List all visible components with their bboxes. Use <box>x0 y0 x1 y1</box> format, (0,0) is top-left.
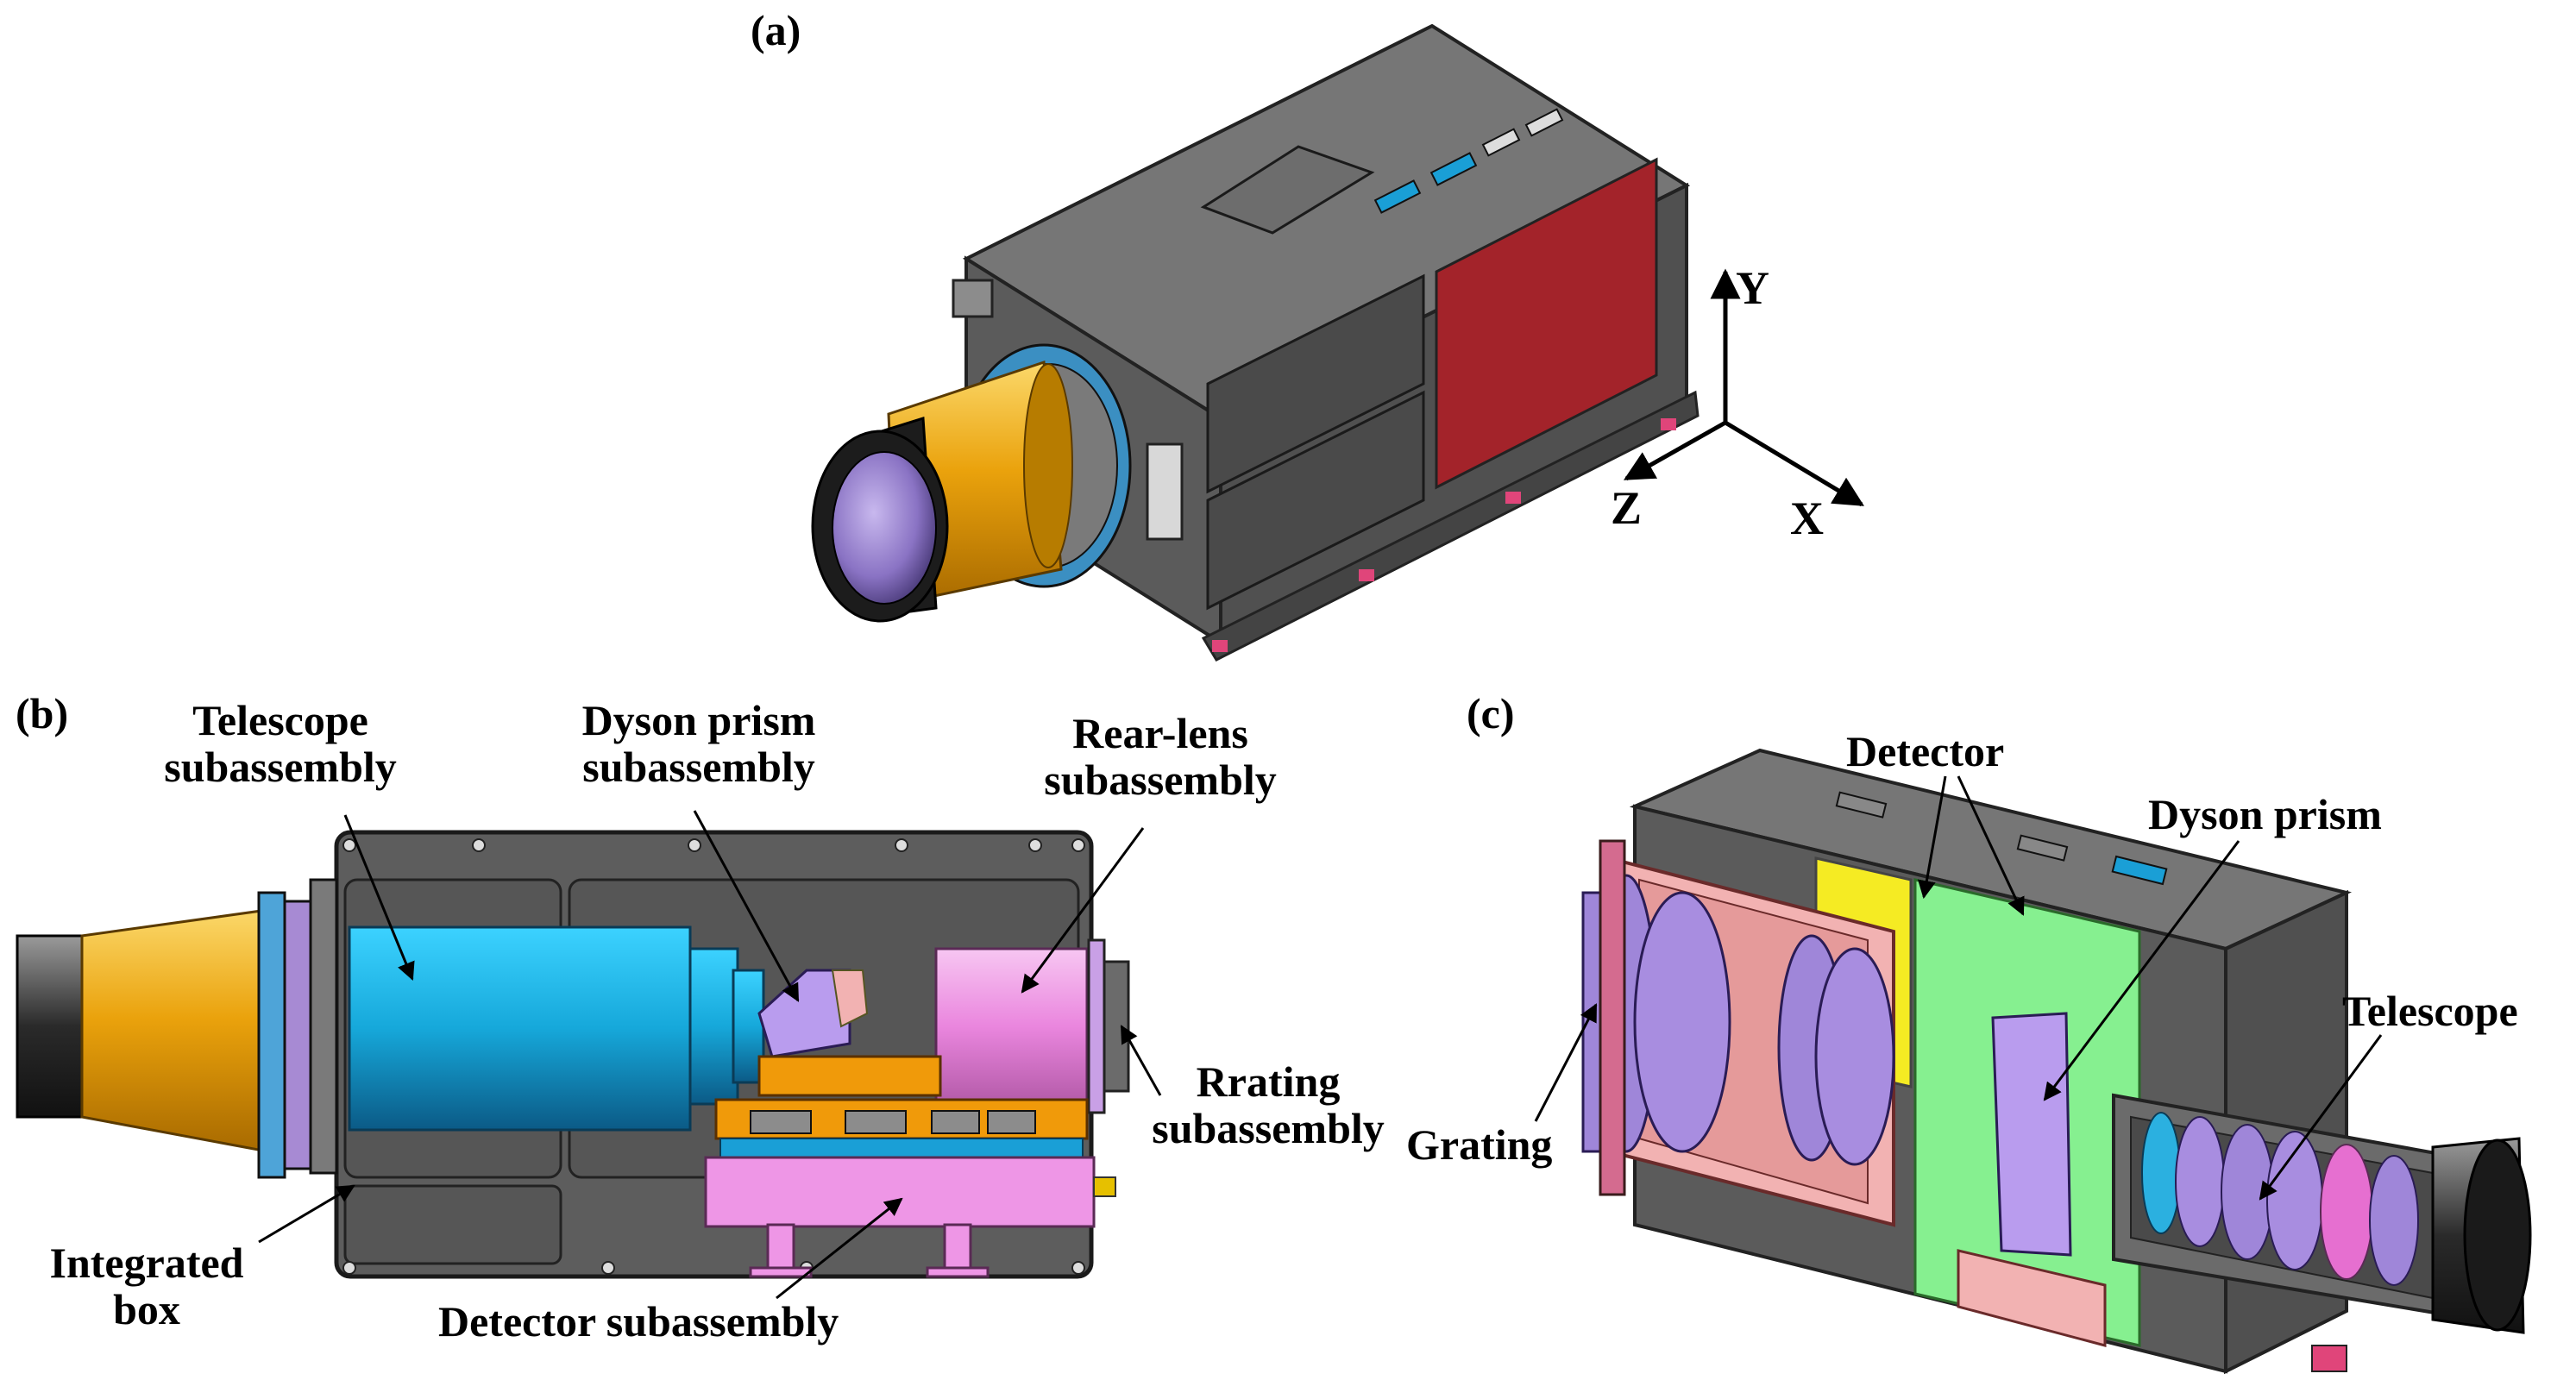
telescope-flange-outer <box>283 900 312 1170</box>
telescope-gold-cone <box>80 908 269 1153</box>
label-integrated-box-line1: Integrated <box>49 1239 244 1287</box>
cutaway-top-connector <box>2111 855 2168 886</box>
mount-foot <box>1359 569 1374 581</box>
telescope-subassembly-body <box>348 925 692 1132</box>
label-integrated-box-line2: box <box>113 1285 180 1333</box>
detector-pink-feet <box>749 1223 990 1278</box>
mount-foot <box>1505 492 1521 504</box>
top-connector <box>1373 179 1422 214</box>
label-c-detector: Detector <box>1846 727 2005 775</box>
leader-detector <box>776 1197 903 1300</box>
leader-dyson-prism <box>693 810 800 1002</box>
axis-z-arrow <box>1623 420 1727 481</box>
detector-connectors <box>750 1110 1036 1134</box>
lens-barrel-rear <box>1023 363 1073 568</box>
telescope-flange <box>257 891 286 1179</box>
label-rear-lens-line2: subassembly <box>1044 756 1277 804</box>
leader-grating <box>1120 1025 1162 1096</box>
label-c-telescope: Telescope <box>2342 987 2518 1035</box>
label-integrated-box: Integrated box <box>17 1239 276 1333</box>
panel-b-leaders <box>258 810 1162 1300</box>
panel-label-b: (b) <box>16 689 69 737</box>
label-rear-lens-subassembly: Rear-lens subassembly <box>1005 710 1316 803</box>
grating-lens-middle <box>1633 891 1731 1153</box>
label-telescope-subassembly: Telescope subassembly <box>142 697 418 790</box>
panel-label-c: (c) <box>1467 689 1515 737</box>
leader-c-detector-2 <box>1957 775 2025 916</box>
cutaway-bottom-connector <box>2311 1345 2347 1372</box>
cutaway-telescope-aperture <box>2463 1138 2532 1332</box>
top-connector <box>1429 152 1478 186</box>
panel-c-cutaway <box>1581 748 2532 1375</box>
cutaway-telescope-lenses <box>2141 1112 2419 1286</box>
label-telescope-line2: subassembly <box>164 743 397 791</box>
leader-c-detector-1 <box>1917 775 1947 900</box>
label-dyson-prism-line2: subassembly <box>582 743 815 791</box>
label-grating-subassembly: Rrating subassembly <box>1130 1058 1406 1151</box>
panel-a-spectrometer-render <box>811 23 1700 662</box>
side-access-panel-lower <box>1206 390 1425 611</box>
telescope-mount <box>309 878 338 1175</box>
housing-base-flange <box>1201 390 1700 662</box>
grating-mount <box>1599 839 1626 1196</box>
mount-foot <box>1212 640 1228 652</box>
panel-label-a: (a) <box>751 6 801 54</box>
front-small-box <box>952 279 994 318</box>
cutaway-top-connector <box>2016 834 2069 862</box>
mount-foot <box>1661 418 1676 430</box>
integrated-box-lower <box>343 1184 562 1265</box>
cutaway-top-connector <box>1835 791 1888 819</box>
label-telescope-line1: Telescope <box>192 696 368 744</box>
label-dyson-prism-subassembly: Dyson prism subassembly <box>535 697 863 790</box>
detector-side-pin <box>1093 1176 1116 1197</box>
top-connector <box>1481 128 1521 157</box>
leader-rear-lens <box>1021 827 1145 994</box>
red-cover-panel <box>1435 157 1658 490</box>
label-c-grating: Grating <box>1406 1120 1553 1169</box>
telescope-front-barrel <box>16 934 88 1119</box>
axis-label-x: X <box>1790 492 1824 544</box>
leader-telescope <box>343 814 415 981</box>
axis-label-y: Y <box>1736 262 1769 314</box>
panel-c-leaders <box>1534 775 2383 1201</box>
label-detector-subassembly: Detector subassembly <box>438 1297 839 1346</box>
panel-b-cross-section <box>16 830 1130 1279</box>
top-label-plate <box>1200 145 1375 235</box>
coordinate-axes <box>1623 268 1864 507</box>
detector-bracket <box>1957 1249 2107 1347</box>
label-dyson-prism-line1: Dyson prism <box>581 696 816 744</box>
detector-pink-mount <box>704 1156 1096 1228</box>
leader-c-dyson-prism <box>2043 840 2240 1101</box>
front-handle <box>1146 442 1184 541</box>
cutaway-dyson-prism <box>1991 1012 2072 1257</box>
rear-lens-end-ring <box>1087 938 1106 1114</box>
rear-lens-subassembly-body <box>934 947 1089 1106</box>
detector-blue-strip <box>719 1138 1084 1158</box>
dyson-prism-mount <box>831 969 869 1028</box>
label-grating-line1: Rrating <box>1196 1057 1341 1106</box>
label-c-dyson-prism: Dyson prism <box>2148 790 2382 838</box>
leader-c-grating <box>1534 1003 1598 1122</box>
label-rear-lens-line1: Rear-lens <box>1072 709 1248 757</box>
label-grating-line2: subassembly <box>1152 1104 1385 1152</box>
rear-lens-end-cap <box>1103 960 1130 1093</box>
telescope-subassembly-step <box>688 947 739 1106</box>
lens-glass <box>832 451 937 605</box>
leader-c-telescope <box>2259 1034 2383 1201</box>
axis-label-z: Z <box>1611 482 1643 534</box>
grating-lens-rear-b <box>1814 947 1895 1166</box>
leader-integrated-box <box>258 1184 355 1244</box>
side-access-panel-upper <box>1206 273 1425 494</box>
axis-x-arrow <box>1724 420 1864 507</box>
detector-orange-board <box>757 1055 942 1097</box>
top-connector <box>1524 108 1564 137</box>
